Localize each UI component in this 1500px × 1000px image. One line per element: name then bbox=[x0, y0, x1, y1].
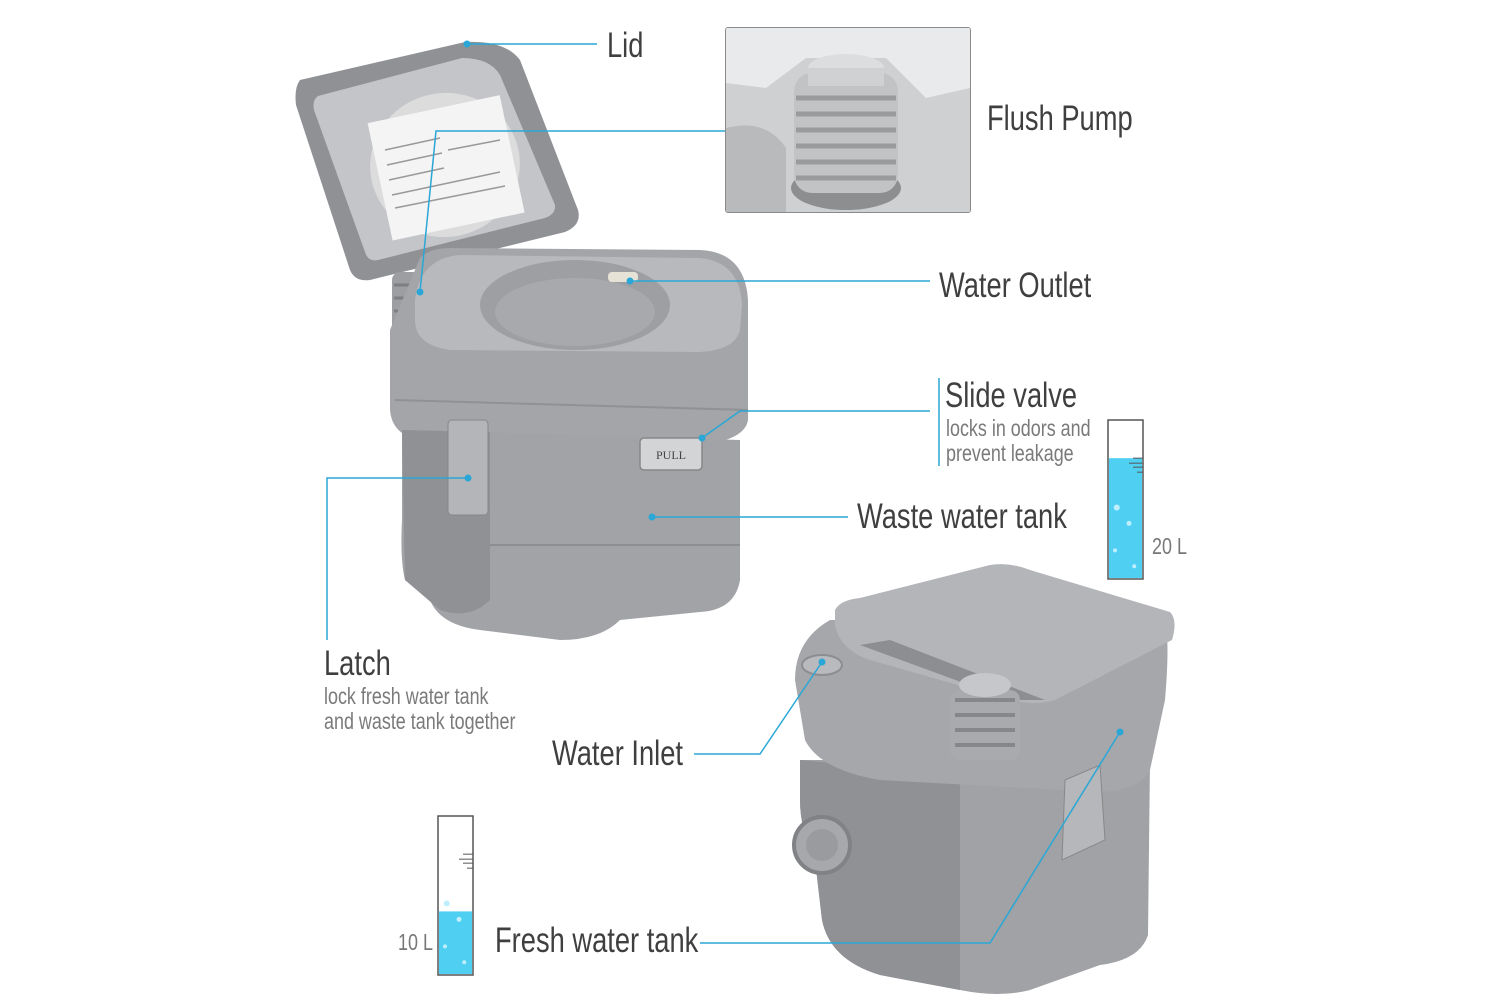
label-flush-pump: Flush Pump bbox=[987, 99, 1133, 138]
flush-pump-image bbox=[726, 28, 970, 212]
gauge-bubble bbox=[456, 916, 462, 922]
gauge-bubble bbox=[462, 960, 467, 965]
toilet-open-lid bbox=[295, 41, 579, 281]
gauge-20l-label: 20 L bbox=[1152, 533, 1187, 559]
flush-pump-closeup bbox=[725, 27, 971, 213]
pull-tab-text: PULL bbox=[656, 448, 686, 462]
label-waste-water-tank: Waste water tank bbox=[857, 497, 1067, 536]
slide-valve-callout-dot bbox=[698, 434, 706, 442]
gauge-bubble bbox=[1126, 520, 1132, 526]
slide-valve-tab: PULL bbox=[639, 434, 706, 471]
label-slide-valve: Slide valve bbox=[945, 376, 1078, 415]
label-latch: Latch bbox=[324, 644, 391, 683]
capacity-gauges bbox=[437, 419, 1144, 976]
label-fresh-water-tank: Fresh water tank bbox=[495, 921, 699, 960]
slide-valve-desc-1: locks in odors and bbox=[946, 415, 1091, 441]
slide-valve-desc-2: prevent leakage bbox=[946, 440, 1074, 466]
gauge-bubble bbox=[443, 900, 450, 907]
toilet-closed bbox=[792, 564, 1175, 994]
gauge-bubble bbox=[443, 944, 447, 949]
callout-lines bbox=[326, 43, 1121, 944]
gauge-fresh-water bbox=[439, 911, 472, 974]
label-lid: Lid bbox=[607, 26, 644, 65]
latch-desc-1: lock fresh water tank bbox=[324, 683, 489, 709]
gauge-bubble bbox=[1113, 504, 1120, 511]
label-water-outlet: Water Outlet bbox=[939, 266, 1092, 305]
label-water-inlet: Water Inlet bbox=[552, 734, 683, 773]
callout-dots bbox=[416, 40, 1124, 736]
latch-desc-2: and waste tank together bbox=[324, 708, 516, 734]
gauge-waste-water bbox=[1109, 458, 1142, 578]
gauge-bubble bbox=[1113, 548, 1117, 553]
gauge-bubble bbox=[1132, 564, 1137, 569]
gauge-10l-label: 10 L bbox=[398, 929, 433, 955]
